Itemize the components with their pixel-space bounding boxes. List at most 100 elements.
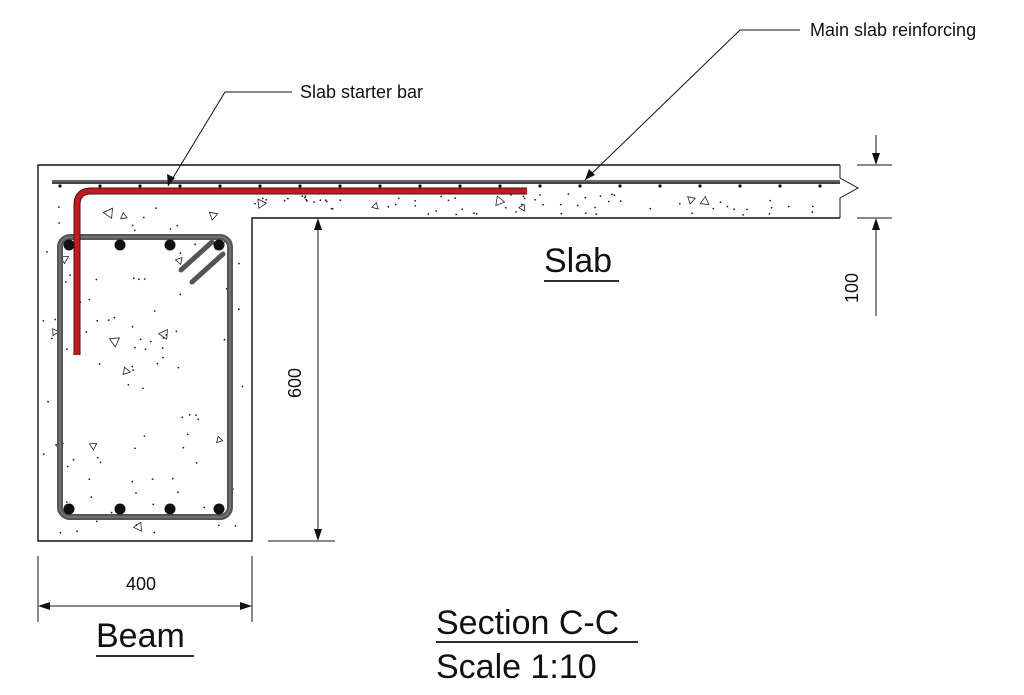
concrete-dot	[133, 229, 136, 232]
concrete-dot	[440, 195, 442, 198]
stirrup-hook	[178, 239, 215, 273]
concrete-dot	[90, 496, 93, 498]
concrete-dot	[179, 293, 182, 296]
concrete-dot	[435, 210, 438, 212]
concrete-dot	[719, 201, 722, 204]
concrete-dot	[139, 338, 142, 341]
slab-distribution-bar	[578, 184, 582, 188]
concrete-dot	[427, 213, 430, 215]
concrete-dot	[149, 340, 152, 343]
concrete-dot	[787, 205, 790, 208]
slab-distribution-bar	[738, 184, 742, 188]
concrete-dot	[65, 501, 68, 503]
concrete-dot	[177, 366, 180, 369]
slab-distribution-bar	[418, 184, 422, 188]
slab-starter-bar-fill	[74, 188, 527, 355]
concrete-dot	[454, 197, 456, 200]
scale-label: Scale 1:10	[436, 648, 597, 686]
beam-bar-bottom	[213, 503, 225, 515]
concrete-dot	[301, 195, 304, 198]
concrete-dot	[265, 198, 268, 201]
concrete-dot	[96, 456, 99, 459]
concrete-dot	[186, 433, 189, 436]
concrete-dot	[197, 418, 200, 421]
leader-slab-starter-bar	[167, 91, 292, 187]
concrete-dot	[811, 205, 814, 208]
concrete-dot	[261, 197, 264, 200]
slab-distribution-bar	[298, 184, 302, 188]
concrete-aggregate	[208, 211, 219, 221]
concrete-dot	[594, 206, 596, 209]
concrete-dot	[42, 320, 45, 322]
concrete-dot	[387, 205, 390, 208]
concrete-dot	[237, 308, 240, 311]
concrete-dot	[522, 195, 525, 198]
concrete-dot	[584, 196, 587, 199]
concrete-aggregate	[687, 196, 697, 205]
concrete-dot	[96, 520, 98, 523]
beam-bar-bottom	[63, 503, 75, 515]
concrete-dot	[131, 325, 134, 328]
concrete-aggregate	[102, 207, 113, 220]
concrete-dot	[47, 400, 49, 403]
concrete-dot	[234, 525, 237, 527]
concrete-dot	[99, 461, 102, 464]
leader-main-slab-reinforcing	[584, 29, 800, 181]
slab-distribution-bar	[538, 184, 542, 188]
concrete-dot	[325, 200, 328, 203]
slab-distribution-bar	[138, 184, 142, 188]
concrete-dot	[475, 212, 478, 215]
concrete-dot	[110, 511, 113, 514]
concrete-outline	[37, 164, 840, 542]
concrete-dot	[152, 503, 155, 506]
concrete-dot	[567, 193, 570, 196]
concrete-dot	[283, 199, 286, 202]
slab-distribution-bar	[378, 184, 382, 188]
dimension-label-slab-thickness: 100	[842, 273, 862, 303]
concrete-dot	[181, 416, 184, 419]
concrete-dot	[613, 194, 616, 197]
concrete-dot	[542, 203, 544, 206]
concrete-dot	[313, 201, 315, 204]
concrete-dot	[131, 224, 134, 227]
concrete-dot	[66, 348, 68, 351]
concrete-dot	[177, 491, 179, 494]
concrete-dot	[153, 310, 156, 312]
concrete-dot	[521, 203, 523, 206]
section-title: Section C-C	[436, 604, 619, 642]
concrete-dot	[254, 202, 256, 205]
concrete-dot	[691, 212, 694, 215]
concrete-dot	[171, 477, 174, 480]
concrete-dot	[188, 413, 191, 416]
concrete-dot	[811, 211, 814, 214]
concrete-dot	[72, 458, 75, 461]
concrete-dot	[76, 530, 78, 533]
concrete-dot	[515, 211, 517, 213]
concrete-dot	[241, 385, 244, 388]
beam-bar-top	[164, 239, 176, 251]
concrete-dot	[176, 224, 179, 227]
beam-bar-top	[114, 239, 126, 251]
concrete-dot	[131, 480, 134, 483]
concrete-aggregate	[257, 198, 268, 210]
concrete-dot	[339, 199, 342, 202]
concrete-dot	[135, 492, 137, 494]
concrete-dot	[138, 278, 140, 281]
slab-distribution-bar	[618, 184, 622, 188]
concrete-dot	[608, 200, 610, 203]
concrete-aggregate	[495, 195, 506, 207]
beam-bar-bottom	[164, 503, 176, 515]
slab-distribution-bar	[458, 184, 462, 188]
concrete-aggregate	[699, 195, 710, 205]
concrete-dot	[304, 196, 306, 199]
concrete-dot	[46, 251, 48, 253]
slab-break-symbol	[839, 165, 860, 218]
concrete-dot	[770, 206, 773, 209]
dimension-beam-width	[37, 556, 253, 622]
slab-distribution-bar	[818, 184, 822, 188]
beam-longitudinal-bars	[63, 239, 225, 515]
slab-label: Slab	[544, 242, 612, 280]
concrete-dot	[85, 331, 88, 334]
concrete-aggregate	[216, 435, 224, 444]
